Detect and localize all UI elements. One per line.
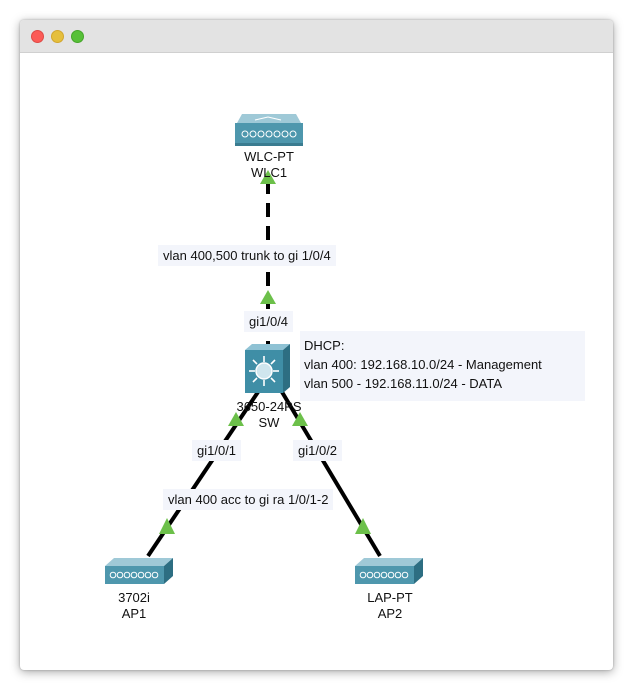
link-up-triangle-icon xyxy=(228,412,244,426)
title-bar xyxy=(20,20,613,53)
access-link-label: vlan 400 acc to gi ra 1/0/1-2 xyxy=(163,489,334,510)
ap1-name: AP1 xyxy=(121,606,147,621)
dhcp-note-line2: vlan 500 - 192.168.11.0/24 - DATA xyxy=(304,376,503,391)
switch-device-label: 3650-24PS SW xyxy=(219,399,319,431)
dhcp-note: DHCP: vlan 400: 192.168.10.0/24 - Manage… xyxy=(300,331,585,401)
link-up-triangle-icon xyxy=(260,170,276,184)
port-label-ap1: gi1/0/1 xyxy=(192,440,242,461)
ap2-device-label: LAP-PT AP2 xyxy=(350,590,430,622)
close-window-button[interactable] xyxy=(31,30,44,43)
trunk-link-label: vlan 400,500 trunk to gi 1/0/4 xyxy=(158,245,336,266)
link-up-triangle-icon xyxy=(355,518,371,534)
dhcp-note-line1: vlan 400: 192.168.10.0/24 - Management xyxy=(304,357,542,372)
ap2-name: AP2 xyxy=(377,606,403,621)
ap1-device-label: 3702i AP1 xyxy=(99,590,169,622)
access-point-icon[interactable] xyxy=(355,558,423,584)
switch-model: 3650-24PS xyxy=(236,399,302,414)
multilayer-switch-icon[interactable] xyxy=(245,344,290,393)
wireless-lan-controller-icon[interactable] xyxy=(235,114,303,146)
wlc-model: WLC-PT xyxy=(244,149,294,164)
dhcp-note-title: DHCP: xyxy=(304,338,345,353)
maximize-window-button[interactable] xyxy=(71,30,84,43)
minimize-window-button[interactable] xyxy=(51,30,64,43)
switch-name: SW xyxy=(258,415,280,430)
wlc-name: WLC1 xyxy=(250,165,288,180)
link-up-triangle-icon xyxy=(292,412,308,426)
ap2-model: LAP-PT xyxy=(367,590,413,605)
link-up-triangle-icon xyxy=(159,518,175,534)
port-label-ap2: gi1/0/2 xyxy=(293,440,343,461)
wlc-device-label: WLC-PT WLC1 xyxy=(228,149,310,181)
port-label-uplink: gi1/0/4 xyxy=(244,311,294,332)
link-up-triangle-icon xyxy=(260,290,276,304)
ap1-model: 3702i xyxy=(118,590,150,605)
access-point-icon[interactable] xyxy=(105,558,173,584)
